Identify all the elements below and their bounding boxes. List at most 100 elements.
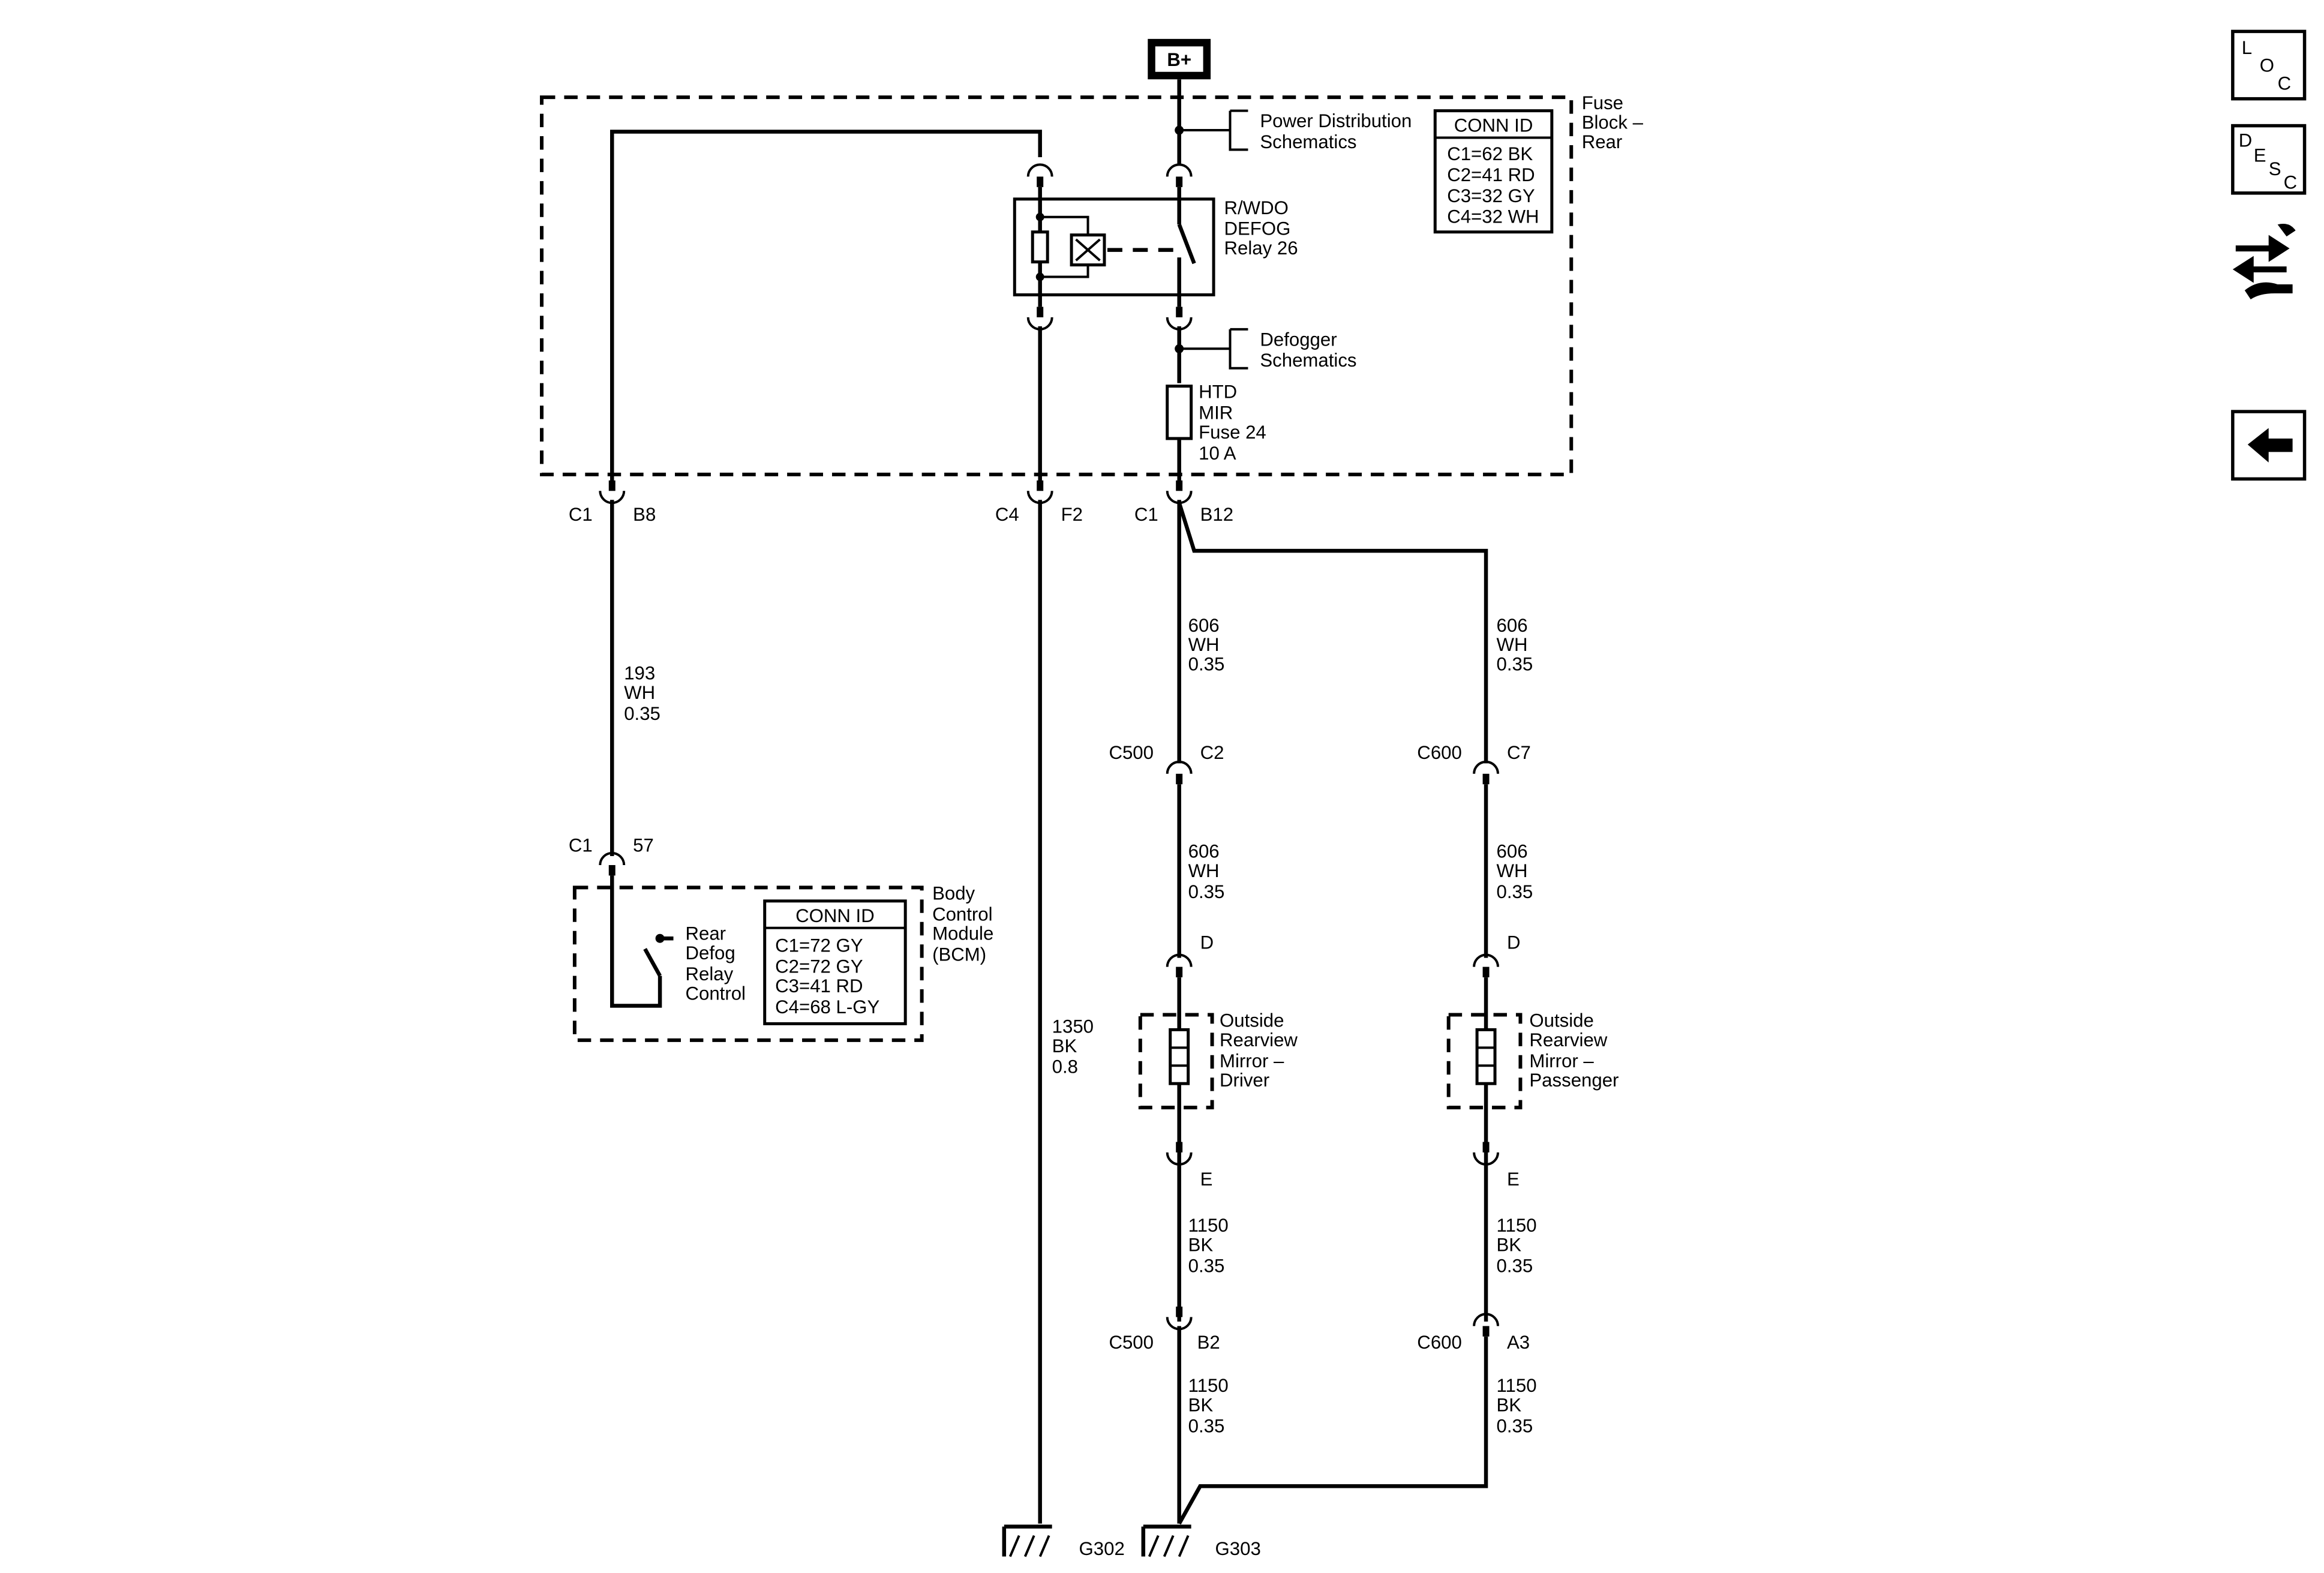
svg-text:L: L — [2242, 37, 2252, 58]
fuse-block-rear-outline — [540, 95, 1574, 476]
svg-text:Relay: Relay — [685, 963, 733, 984]
svg-text:BK: BK — [1052, 1035, 1077, 1056]
svg-text:606: 606 — [1497, 841, 1528, 862]
svg-text:C600: C600 — [1417, 1332, 1462, 1353]
svg-text:C2=72 GY: C2=72 GY — [775, 956, 863, 977]
wire-1350: 1350 BK 0.8 — [1052, 1016, 1094, 1077]
svg-text:R/WDO: R/WDO — [1224, 197, 1289, 218]
svg-text:C3=41 RD: C3=41 RD — [775, 975, 863, 996]
svg-text:BK: BK — [1188, 1395, 1214, 1416]
svg-text:C1: C1 — [1134, 504, 1158, 525]
mirror-driver-label: Outside Rearview Mirror – Driver — [1220, 1010, 1298, 1091]
mirror-driver-outline — [1138, 1013, 1214, 1110]
svg-text:CONN ID: CONN ID — [1454, 115, 1533, 136]
svg-text:0.35: 0.35 — [1497, 1256, 1533, 1277]
wire-1150-driver-a: 1150 BK 0.35 — [1188, 1215, 1229, 1276]
svg-text:1150: 1150 — [1188, 1375, 1229, 1396]
svg-text:10 A: 10 A — [1199, 443, 1236, 464]
bplus-terminal: B+ — [1148, 38, 1211, 80]
svg-text:WH: WH — [1497, 860, 1528, 881]
svg-text:0.8: 0.8 — [1052, 1056, 1078, 1077]
rear-defog-relay-control-label: Rear Defog Relay Control — [685, 923, 745, 1004]
svg-text:Defogger: Defogger — [1260, 329, 1337, 350]
svg-text:C600: C600 — [1417, 742, 1462, 763]
svg-text:0.35: 0.35 — [1497, 881, 1533, 902]
svg-text:F2: F2 — [1061, 504, 1083, 525]
connector-d-passenger: D — [1507, 932, 1521, 953]
wire-606-driver-mid: 606 WH 0.35 — [1188, 841, 1225, 902]
loc-button[interactable]: L O C — [2231, 29, 2307, 101]
svg-text:B+: B+ — [1167, 49, 1191, 70]
desc-button[interactable]: D E S C — [2231, 124, 2307, 195]
wire-1150-passenger-b: 1150 BK 0.35 — [1497, 1375, 1537, 1436]
svg-text:193: 193 — [624, 663, 655, 684]
desc-icon: D E S C — [2231, 124, 2307, 195]
svg-text:Outside: Outside — [1529, 1010, 1593, 1031]
connector-e-passenger: E — [1507, 1169, 1520, 1190]
svg-text:HTD: HTD — [1199, 382, 1237, 403]
connector-c600-c7: C600 C7 — [1417, 742, 1531, 763]
svg-text:C500: C500 — [1109, 742, 1154, 763]
ground-g302: G302 — [1079, 1538, 1125, 1559]
wire-1150-driver-b: 1150 BK 0.35 — [1188, 1375, 1229, 1436]
svg-text:E: E — [2254, 145, 2266, 166]
svg-text:C1: C1 — [569, 504, 593, 525]
svg-text:Control: Control — [932, 903, 992, 924]
connector-c4-f2: C4 F2 — [995, 504, 1083, 525]
svg-text:0.35: 0.35 — [1497, 1415, 1533, 1436]
svg-text:DEFOG: DEFOG — [1224, 218, 1291, 239]
fuse-block-conn-id-table: CONN ID C1=62 BK C2=41 RD C3=32 GY C4=32… — [1433, 109, 1554, 234]
back-arrow-icon — [2247, 428, 2293, 463]
power-distribution-ref: Power Distribution Schematics — [1260, 110, 1412, 152]
svg-text:C1=62 BK: C1=62 BK — [1447, 143, 1533, 164]
bcm-title: Body Control Module (BCM) — [932, 882, 993, 965]
connector-view-icon — [2232, 223, 2296, 299]
svg-text:(BCM): (BCM) — [932, 944, 986, 965]
connector-c500-c2: C500 C2 — [1109, 742, 1224, 763]
svg-text:C3=32 GY: C3=32 GY — [1447, 185, 1535, 206]
loc-icon: L O C — [2231, 29, 2307, 101]
svg-text:1350: 1350 — [1052, 1016, 1094, 1037]
svg-text:Control: Control — [685, 983, 745, 1004]
back-button[interactable] — [2231, 410, 2307, 481]
svg-text:BK: BK — [1497, 1235, 1522, 1256]
svg-text:0.35: 0.35 — [1497, 654, 1533, 675]
svg-text:Driver: Driver — [1220, 1070, 1269, 1091]
svg-text:C2=41 RD: C2=41 RD — [1447, 164, 1535, 185]
fuse-label: HTD MIR Fuse 24 10 A — [1199, 382, 1266, 464]
svg-text:Passenger: Passenger — [1529, 1070, 1619, 1091]
svg-text:0.35: 0.35 — [1188, 1256, 1225, 1277]
connector-c500-b2: C500 B2 — [1109, 1332, 1220, 1353]
svg-text:1150: 1150 — [1497, 1215, 1537, 1236]
svg-text:WH: WH — [624, 682, 655, 703]
svg-text:C4=68 L-GY: C4=68 L-GY — [775, 996, 879, 1017]
svg-text:Body: Body — [932, 882, 975, 903]
svg-text:Rear: Rear — [685, 923, 726, 944]
svg-text:Rear: Rear — [1582, 131, 1623, 152]
svg-text:Power Distribution: Power Distribution — [1260, 110, 1412, 131]
svg-text:Fuse: Fuse — [1582, 92, 1623, 113]
svg-text:C2: C2 — [1200, 742, 1224, 763]
mirror-passenger-label: Outside Rearview Mirror – Passenger — [1529, 1010, 1619, 1091]
svg-text:Schematics: Schematics — [1260, 350, 1356, 371]
svg-text:WH: WH — [1188, 634, 1220, 655]
svg-text:D: D — [2239, 130, 2253, 151]
svg-text:C: C — [2284, 172, 2298, 193]
svg-text:B12: B12 — [1200, 504, 1233, 525]
svg-text:S: S — [2269, 158, 2281, 179]
svg-text:BK: BK — [1497, 1395, 1522, 1416]
svg-text:57: 57 — [633, 835, 654, 856]
svg-text:606: 606 — [1188, 615, 1220, 636]
fuse-block-title: Fuse Block – Rear — [1582, 92, 1644, 152]
svg-text:Schematics: Schematics — [1260, 131, 1356, 152]
svg-text:WH: WH — [1497, 634, 1528, 655]
svg-text:Fuse 24: Fuse 24 — [1199, 422, 1266, 443]
bcm-conn-id-table: CONN ID C1=72 GY C2=72 GY C3=41 RD C4=68… — [763, 899, 907, 1025]
svg-text:WH: WH — [1188, 860, 1220, 881]
svg-text:B8: B8 — [633, 504, 656, 525]
connector-c1-b12: C1 B12 — [1134, 504, 1233, 525]
wire-1150-passenger-a: 1150 BK 0.35 — [1497, 1215, 1537, 1276]
svg-text:C4=32 WH: C4=32 WH — [1447, 206, 1539, 227]
connector-view-button[interactable] — [2232, 223, 2296, 299]
